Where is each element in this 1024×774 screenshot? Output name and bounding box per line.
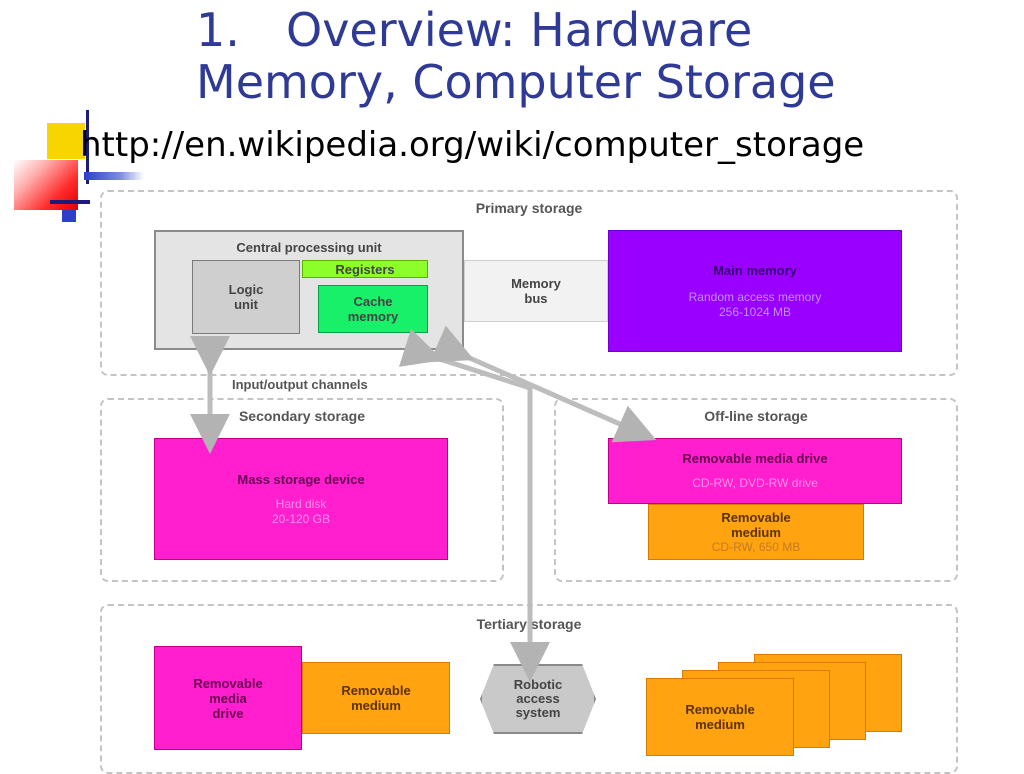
title-line-1: Overview: Hardware (286, 3, 753, 57)
main-memory-type: Random access memory (688, 289, 822, 304)
tertiary-drive-box: Removable media drive (154, 646, 302, 750)
memory-bus-box: Memory bus (464, 260, 608, 322)
arrow-cpu-robotic (398, 328, 550, 682)
offline-medium-title: Removable medium (721, 509, 791, 540)
main-memory-title: Main memory (713, 262, 797, 278)
mass-storage-size: 20-120 GB (271, 511, 331, 526)
offline-storage-label: Off-line storage (704, 408, 808, 424)
io-channels-label: Input/output channels (232, 377, 368, 392)
main-memory-box: Main memory Random access memory 256-102… (608, 230, 902, 352)
decor-blue-square (62, 210, 76, 222)
offline-drive-box: Removable media drive CD-RW, DVD-RW driv… (608, 438, 902, 504)
title-line-2: Memory, Computer Storage (196, 55, 836, 109)
offline-medium-sub: CD-RW, 650 MB (711, 539, 801, 554)
storage-hierarchy-diagram: Primary storage Central processing unit … (78, 184, 978, 774)
slide-title: 1. Overview: Hardware Memory, Computer St… (196, 4, 1016, 108)
connector-arrows (190, 325, 657, 682)
logic-unit-box: Logic unit (192, 260, 300, 334)
cpu-label: Central processing unit (236, 240, 382, 255)
offline-drive-sub: CD-RW, DVD-RW drive (692, 476, 818, 490)
primary-storage-label: Primary storage (475, 200, 583, 216)
mass-storage-type: Hard disk (275, 496, 327, 511)
offline-drive-title: Removable media drive (682, 451, 828, 466)
decor-vertical-line (86, 110, 89, 184)
decor-yellow-square (47, 123, 85, 159)
secondary-storage-label: Secondary storage (238, 408, 366, 424)
decor-horizontal-line (50, 200, 90, 204)
cache-memory-box: Cache memory (318, 285, 428, 333)
arrow-cpu-offline (429, 325, 657, 443)
main-memory-size: 256-1024 MB (718, 304, 792, 319)
offline-medium-box: Removable medium CD-RW, 650 MB (648, 504, 864, 560)
registers-box: Registers (302, 260, 428, 278)
media-stack-front: Removable medium (646, 678, 794, 756)
mass-storage-title: Mass storage device (237, 471, 365, 487)
offline-storage-region: Off-line storage (554, 398, 958, 582)
title-number: 1. (196, 3, 240, 57)
source-url[interactable]: http://en.wikipedia.org/wiki/computer_st… (80, 125, 865, 165)
decor-blue-bar (84, 172, 144, 180)
